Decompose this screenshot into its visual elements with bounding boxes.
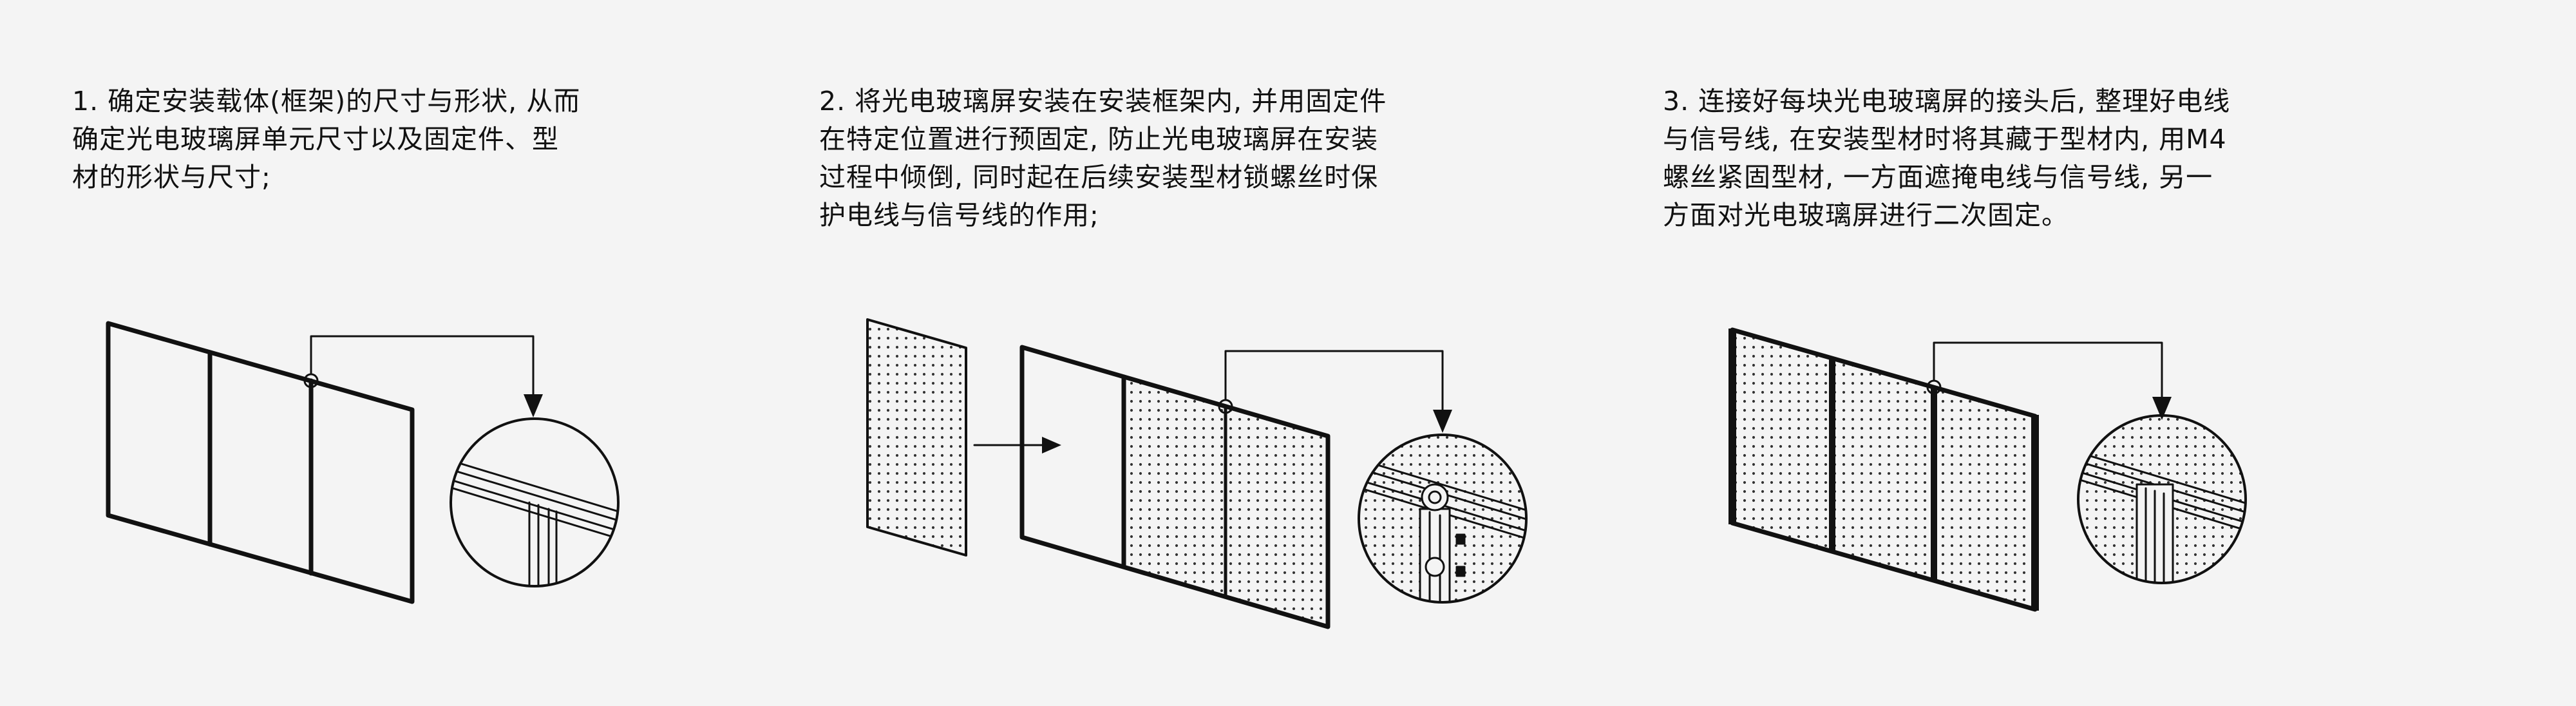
step-1-line-3: 材的形状与尺寸; [72, 162, 271, 193]
step-3-line-4: 方面对光电玻璃屏进行二次固定。 [1663, 200, 2069, 231]
step-3-line-2: 与信号线, 在安装型材时将其藏于型材内, 用M4 [1663, 124, 2227, 155]
step-2-line-3: 过程中倾倒, 同时起在后续安装型材锁螺丝时保 [819, 162, 1379, 193]
step-1-text: 1. 确定安装载体(框架)的尺寸与形状, 从而 确定光电玻璃屏单元尺寸以及固定件… [72, 82, 580, 196]
step-3-line-3: 螺丝紧固型材, 一方面遮掩电线与信号线, 另一 [1663, 162, 2213, 193]
step-2-line-2: 在特定位置进行预固定, 防止光电玻璃屏在安装 [819, 124, 1379, 155]
step-2-loose-panel [866, 318, 967, 557]
step-2-line-4: 护电线与信号线的作用; [819, 200, 1099, 231]
step-1-line-2: 确定光电玻璃屏单元尺寸以及固定件、型 [72, 124, 559, 155]
step-2-insert-arrow [973, 437, 1061, 453]
step-3-callout [1926, 341, 2172, 420]
step-1-callout [303, 335, 543, 417]
step-3-detail-magnifier [2077, 414, 2247, 584]
step-2-text: 2. 将光电玻璃屏安装在安装框架内, 并用固定件 在特定位置进行预固定, 防止光… [819, 82, 1387, 234]
step-2-frame-illustration [1019, 345, 1331, 629]
step-3-frame-illustration [1728, 327, 2039, 612]
step-1-detail-magnifier [450, 417, 620, 587]
step-2-line-1: 2. 将光电玻璃屏安装在安装框架内, 并用固定件 [819, 86, 1387, 117]
step-3-line-1: 3. 连接好每块光电玻璃屏的接头后, 整理好电线 [1663, 86, 2231, 117]
step-2-detail-magnifier [1358, 434, 1528, 604]
step-1-frame-illustration [106, 321, 415, 604]
step-1-line-1: 1. 确定安装载体(框架)的尺寸与形状, 从而 [72, 86, 581, 117]
step-3-text: 3. 连接好每块光电玻璃屏的接头后, 整理好电线 与信号线, 在安装型材时将其藏… [1663, 82, 2230, 234]
step-2-callout [1218, 350, 1452, 433]
